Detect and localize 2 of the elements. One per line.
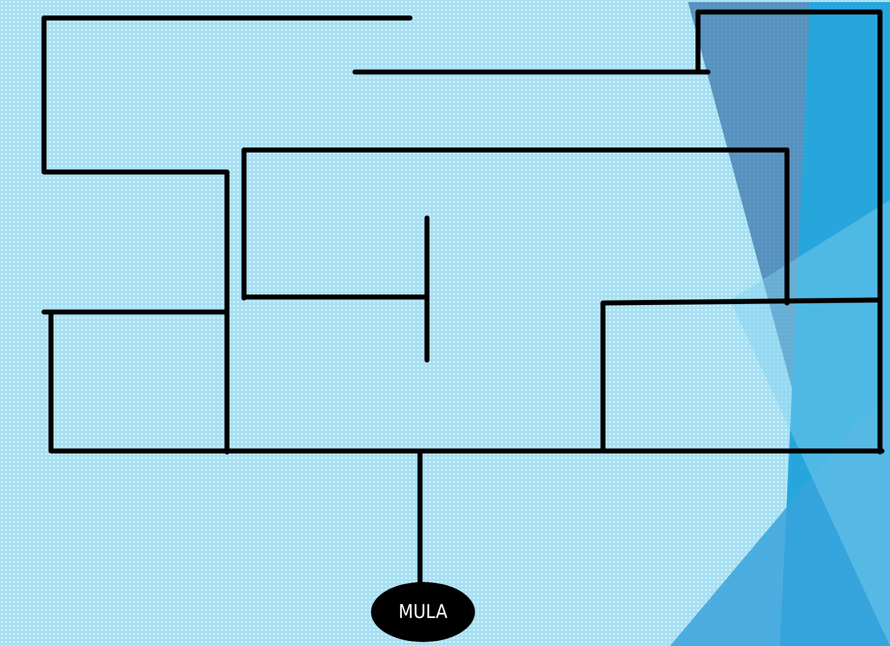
start-label: MULA bbox=[398, 601, 448, 623]
start-ellipse bbox=[371, 582, 475, 642]
